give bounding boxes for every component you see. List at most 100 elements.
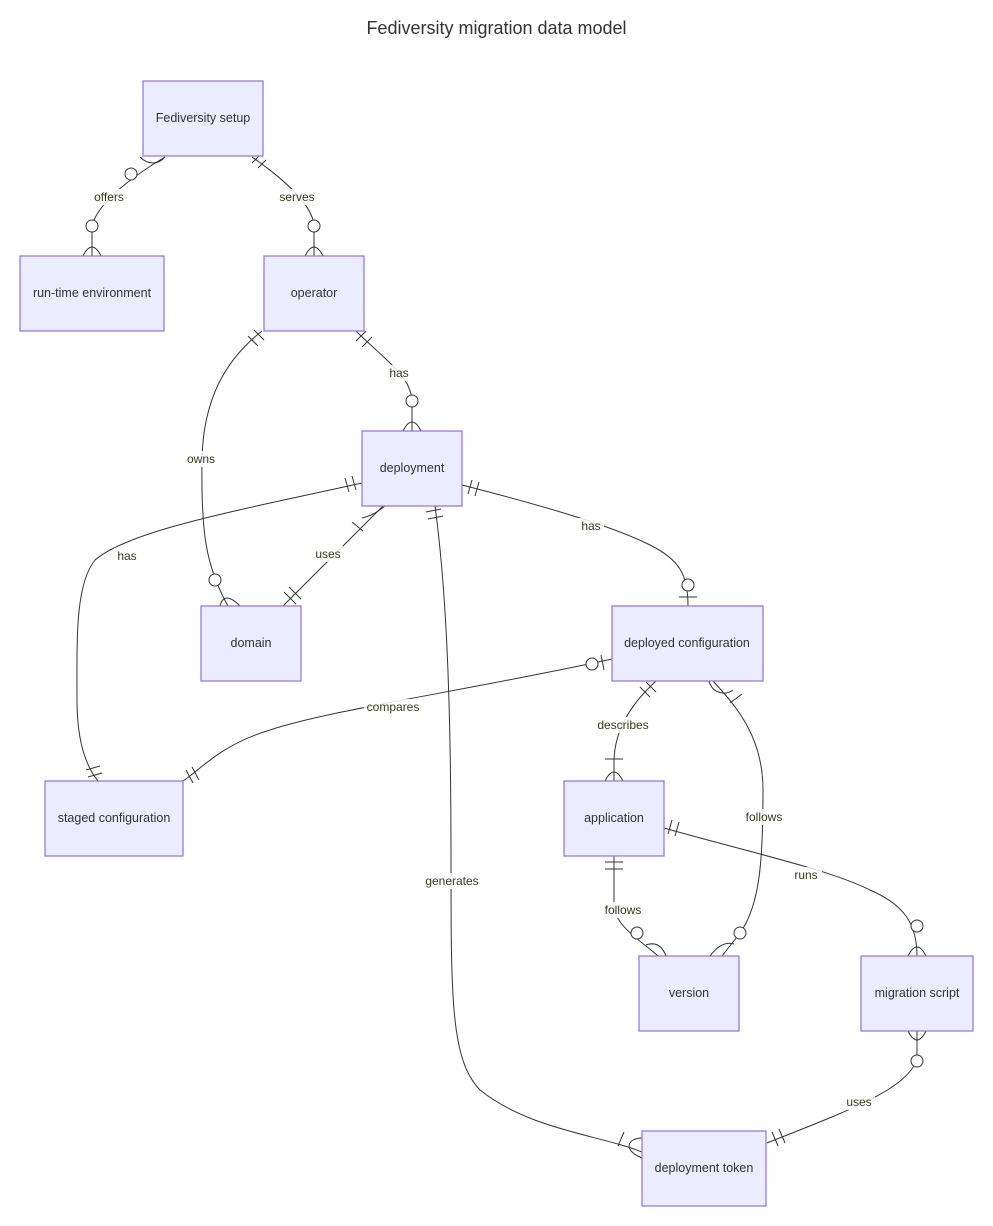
edge-deployment-staged xyxy=(76,482,363,782)
label-describes: describes xyxy=(594,717,652,733)
one-marker xyxy=(257,159,267,169)
one-marker xyxy=(617,1131,625,1147)
one-marker xyxy=(600,654,605,671)
crow-foot-marker xyxy=(219,597,241,607)
svg-text:compares: compares xyxy=(367,700,420,714)
svg-text:runs: runs xyxy=(794,868,817,882)
edge-deployment-deployedcfg xyxy=(461,484,689,607)
entity-staged-configuration[interactable]: staged configuration xyxy=(44,780,184,857)
svg-text:has: has xyxy=(117,549,136,563)
svg-text:version: version xyxy=(669,986,709,1000)
zero-marker xyxy=(681,578,695,592)
one-marker xyxy=(639,686,651,698)
svg-text:offers: offers xyxy=(94,190,124,204)
one-marker xyxy=(427,515,444,520)
svg-text:follows: follows xyxy=(746,810,783,824)
label-serves: serves xyxy=(277,189,317,205)
entity-domain[interactable]: domain xyxy=(200,605,302,682)
edge-operator-domain xyxy=(201,330,263,607)
entity-fediversity-setup[interactable]: Fediversity setup xyxy=(142,80,264,157)
edge-deployedcfg-version xyxy=(712,680,764,957)
crow-foot-marker xyxy=(304,246,324,257)
svg-text:generates: generates xyxy=(425,874,478,888)
svg-text:staged configuration: staged configuration xyxy=(58,811,171,825)
entity-operator[interactable]: operator xyxy=(263,255,365,332)
one-marker xyxy=(191,766,200,781)
crow-foot-marker xyxy=(402,421,422,432)
one-marker xyxy=(185,769,194,784)
edge-deployedcfg-staged xyxy=(182,658,613,782)
svg-text:uses: uses xyxy=(315,547,340,561)
svg-text:has: has xyxy=(581,519,600,533)
entity-runtime-environment[interactable]: run-time environment xyxy=(19,255,165,332)
one-marker xyxy=(778,1128,786,1144)
entities: Fediversity setup run-time environment o… xyxy=(19,80,974,1207)
entity-deployed-configuration[interactable]: deployed configuration xyxy=(611,605,764,682)
one-marker xyxy=(351,521,364,532)
crow-foot-marker xyxy=(645,943,667,957)
entity-version[interactable]: version xyxy=(638,955,740,1032)
svg-text:deployed configuration: deployed configuration xyxy=(624,636,750,650)
label-owns: owns xyxy=(184,451,218,467)
svg-text:domain: domain xyxy=(231,636,272,650)
svg-text:has: has xyxy=(389,366,408,380)
crow-foot-marker xyxy=(361,505,386,519)
label-offers: offers xyxy=(90,189,128,205)
crow-foot-marker xyxy=(907,946,927,957)
zero-marker xyxy=(405,394,419,408)
entity-deployment[interactable]: deployment xyxy=(361,430,463,507)
zero-marker xyxy=(910,1054,924,1068)
zero-marker xyxy=(733,926,747,940)
one-marker xyxy=(85,765,101,771)
edge-application-migration xyxy=(663,827,918,957)
one-marker xyxy=(361,336,373,348)
crow-foot-marker xyxy=(708,680,734,694)
one-marker xyxy=(645,681,657,693)
svg-text:describes: describes xyxy=(597,718,648,732)
zero-marker xyxy=(124,167,138,181)
svg-text:deployment: deployment xyxy=(380,461,445,475)
one-marker xyxy=(674,821,680,837)
svg-text:deployment token: deployment token xyxy=(655,1161,754,1175)
relationship-labels: offers serves owns has has uses has com xyxy=(90,189,875,1110)
one-marker xyxy=(87,772,103,778)
one-marker xyxy=(344,477,350,493)
one-marker xyxy=(351,475,357,491)
one-marker xyxy=(247,335,259,347)
zero-marker xyxy=(85,219,99,233)
one-marker xyxy=(283,591,297,605)
entity-application[interactable]: application xyxy=(563,780,665,857)
one-marker xyxy=(253,329,265,341)
svg-text:run-time environment: run-time environment xyxy=(33,286,152,300)
zero-marker xyxy=(307,219,321,233)
label-follows-deployedcfg-version: follows xyxy=(741,809,787,825)
label-uses-migration-token: uses xyxy=(843,1094,875,1110)
label-has-deployment-staged: has xyxy=(114,548,140,564)
svg-text:owns: owns xyxy=(187,452,215,466)
one-marker xyxy=(667,819,673,835)
crow-foot-marker xyxy=(907,1030,927,1041)
zero-marker xyxy=(630,926,644,940)
label-runs: runs xyxy=(790,867,822,883)
edge-setup-operator xyxy=(251,156,315,256)
entity-deployment-token[interactable]: deployment token xyxy=(641,1130,767,1207)
crow-foot-marker xyxy=(604,771,624,782)
svg-text:migration script: migration script xyxy=(875,986,960,1000)
zero-marker xyxy=(585,657,599,671)
svg-text:uses: uses xyxy=(846,1095,871,1109)
diagram-title: Fediversity migration data model xyxy=(366,18,627,38)
edge-deployment-token xyxy=(434,505,643,1153)
svg-text:serves: serves xyxy=(279,190,314,204)
svg-text:operator: operator xyxy=(291,286,338,300)
entity-migration-script[interactable]: migration script xyxy=(860,955,974,1032)
crow-foot-marker xyxy=(139,156,166,164)
one-marker xyxy=(288,586,302,600)
one-marker xyxy=(425,508,442,513)
one-marker xyxy=(729,693,743,704)
edge-migration-token xyxy=(766,1031,918,1144)
label-generates: generates xyxy=(421,873,483,889)
label-has-deployment-deployedcfg: has xyxy=(578,518,604,534)
label-uses-deployment-domain: uses xyxy=(313,546,343,562)
one-marker xyxy=(474,481,480,497)
